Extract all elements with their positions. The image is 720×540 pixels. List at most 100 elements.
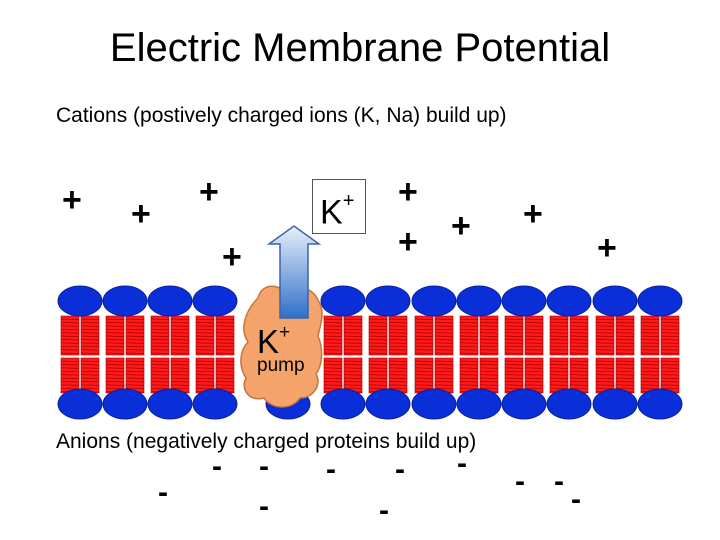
- minus-charge: -: [554, 465, 564, 498]
- lipid-tail-line: [414, 345, 434, 348]
- lipid-tail-line: [323, 374, 343, 376]
- lipid-tail-line: [170, 322, 190, 324]
- lipid-tail-line: [60, 335, 80, 337]
- lipid-tail-line: [60, 377, 80, 379]
- lipid-tail-line: [479, 377, 499, 379]
- lipid-tail-line: [459, 339, 479, 341]
- lipid-tail-line: [640, 377, 660, 379]
- lipid-tail-line: [595, 349, 615, 351]
- lipid-tail: [105, 357, 125, 394]
- lipid-tail-line: [195, 339, 215, 341]
- lipid-tail-line: [414, 364, 434, 366]
- lipid-tail-line: [524, 370, 544, 373]
- lipid-tail-line: [195, 318, 215, 320]
- lipid-tail-line: [323, 360, 343, 362]
- lipid-tail-line: [105, 328, 125, 331]
- lipid-tail-line: [323, 345, 343, 348]
- lipid-tail-line: [80, 370, 100, 373]
- lipid-tail-line: [60, 332, 80, 334]
- lipid-tail-line: [60, 322, 80, 324]
- lipid-tail-line: [125, 381, 145, 383]
- lipid-tail-line: [569, 318, 589, 320]
- lipid-tail-line: [80, 364, 100, 366]
- lipid-tail-line: [524, 364, 544, 366]
- lipid-tail-line: [434, 322, 454, 324]
- lipid-tail-line: [323, 332, 343, 334]
- lipid-tail-line: [660, 364, 680, 366]
- lipid-tail-line: [150, 387, 170, 390]
- lipid-tail-line: [569, 364, 589, 366]
- lipid-tail-line: [80, 322, 100, 324]
- lipid-tail-line: [595, 352, 615, 354]
- lipid-tail-line: [479, 360, 499, 362]
- lipid-tail-line: [615, 339, 635, 341]
- lipid-tail-line: [549, 352, 569, 354]
- lipid-tail-line: [615, 318, 635, 320]
- lipid-tail-line: [414, 384, 434, 386]
- lipid-tail: [479, 315, 499, 356]
- lipid-tail-line: [549, 339, 569, 341]
- lipid-tail-line: [660, 377, 680, 379]
- lipid-tail-line: [479, 332, 499, 334]
- lipid-tail-line: [569, 325, 589, 327]
- lipid-tail-line: [504, 360, 524, 362]
- lipid-tail-line: [524, 381, 544, 383]
- lipid-tail-line: [479, 384, 499, 386]
- lipid-tail-line: [388, 342, 408, 344]
- lipid-tail-line: [170, 364, 190, 366]
- lipid-tail-line: [368, 364, 388, 366]
- lipid-tail-line: [368, 332, 388, 334]
- lipid-tail-line: [434, 332, 454, 334]
- lipid-tail-line: [60, 345, 80, 348]
- lipid-tail-line: [414, 328, 434, 331]
- lipid-tail-line: [80, 318, 100, 320]
- lipid-head: [592, 285, 638, 317]
- lipid-tail: [150, 357, 170, 394]
- lipid-tail-line: [524, 322, 544, 324]
- lipid-tail-line: [80, 387, 100, 390]
- lipid-tail-line: [125, 325, 145, 327]
- lipid-tail-line: [479, 342, 499, 344]
- lipid-tail-line: [569, 387, 589, 390]
- lipid-tail-line: [105, 318, 125, 320]
- lipid-tail: [150, 315, 170, 356]
- lipid-tail-line: [195, 352, 215, 354]
- lipid-tail: [504, 315, 524, 356]
- lipid-tail-line: [343, 364, 363, 366]
- lipid-tail-line: [434, 349, 454, 351]
- lipid-tail-line: [388, 325, 408, 327]
- lipid-tail-line: [459, 367, 479, 369]
- plus-charge: +: [131, 195, 151, 233]
- lipid-tail-line: [615, 381, 635, 383]
- lipid-tail-line: [479, 322, 499, 324]
- lipid-tail-line: [660, 387, 680, 390]
- lipid-tail-line: [459, 374, 479, 376]
- lipid-head: [365, 285, 411, 317]
- lipid-tail-line: [150, 322, 170, 324]
- lipid-tail-line: [170, 384, 190, 386]
- lipid-tail-line: [195, 342, 215, 344]
- lipid-tail-line: [170, 349, 190, 351]
- lipid-tail-line: [615, 342, 635, 344]
- lipid-tail-line: [150, 377, 170, 379]
- lipid-tail-line: [549, 328, 569, 331]
- minus-charge: -: [259, 450, 269, 483]
- lipid-tail-line: [640, 325, 660, 327]
- lipid-tail-line: [125, 322, 145, 324]
- lipid-tail-line: [524, 345, 544, 348]
- lipid-tail-line: [343, 342, 363, 344]
- lipid-tail-line: [80, 332, 100, 334]
- lipid-head: [637, 388, 683, 420]
- lipid-tail-line: [615, 374, 635, 376]
- lipid-tail-line: [504, 332, 524, 334]
- lipid-tail-line: [615, 387, 635, 390]
- lipid-tail: [569, 357, 589, 394]
- lipid-tail-line: [524, 335, 544, 337]
- lipid-tail-line: [459, 349, 479, 351]
- minus-charge: -: [259, 490, 269, 523]
- lipid-tail-line: [105, 339, 125, 341]
- lipid-tail-line: [105, 381, 125, 383]
- lipid-head: [57, 285, 103, 317]
- lipid-tail-line: [388, 339, 408, 341]
- lipid-tail-line: [105, 367, 125, 369]
